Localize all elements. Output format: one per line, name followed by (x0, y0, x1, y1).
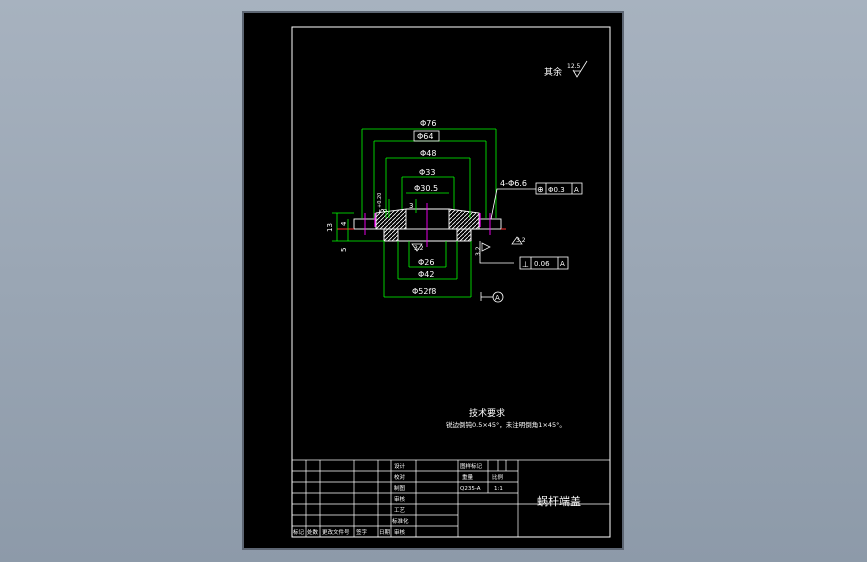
perp-value: 0.06 (534, 260, 550, 268)
dim-d48: Φ48 (420, 149, 436, 158)
tb-row-approve: 工艺 (394, 507, 406, 514)
dim-tol-5: 5 (378, 209, 386, 213)
notes-title: 技术要求 (469, 407, 505, 419)
dim-tol-upper: +0.20 (377, 193, 383, 208)
tb-footer-app: 审核 (394, 528, 406, 536)
tb-part-name: 蜗杆端盖 (537, 494, 581, 508)
position-tolerance-frame: ⊕ Φ0.3 A (535, 182, 583, 195)
roughness-3-2-b: 3.2 (475, 246, 482, 256)
perp-symbol: ⊥ (522, 260, 529, 269)
dim-h4: 4 (340, 221, 348, 226)
datum-a: A (480, 291, 504, 303)
perp-leader (479, 241, 514, 264)
tb-weight-label: 重量 (462, 473, 474, 481)
roughness-mark-c (511, 236, 523, 245)
datum-label: A (495, 294, 500, 302)
position-datum: A (574, 186, 579, 194)
roughness-label: 其余 (544, 66, 562, 78)
tb-footer-mark: 标记 (293, 528, 305, 536)
tb-scale-label: 比例 (492, 473, 504, 481)
title-block (291, 459, 611, 538)
tb-footer-file: 更改文件号 (322, 528, 350, 536)
tb-scale: 1:1 (494, 486, 503, 492)
tb-row-check: 校对 (394, 473, 406, 481)
dim-d30-5: Φ30.5 (414, 184, 438, 193)
dim-d76: Φ76 (420, 119, 436, 128)
tb-row-std: 标准化 (392, 517, 409, 525)
tb-material-label: 图样标记 (460, 462, 483, 470)
dim-tol-lower: 0 (383, 209, 389, 212)
roughness-3-2-c: 3.2 (516, 237, 526, 244)
perpendicularity-frame: ⊥ 0.06 A (519, 256, 569, 270)
hole-leader (490, 188, 536, 220)
dim-h13: 13 (326, 223, 334, 232)
tb-footer-count: 处数 (307, 528, 319, 536)
roughness-value: 12.5 (567, 63, 581, 70)
tb-material: Q235-A (460, 486, 481, 492)
dim-d42: Φ42 (418, 270, 434, 279)
drawing-frame (291, 26, 611, 538)
roughness-mark-a (411, 243, 423, 252)
tb-footer-date: 日期 (379, 529, 391, 536)
dim-d64: Φ64 (417, 132, 433, 141)
dim-d26: Φ26 (418, 258, 434, 267)
dim-box-d64 (413, 130, 440, 142)
tb-row-design: 设计 (394, 462, 406, 470)
dim-holes: 4-Φ6.6 (500, 179, 527, 188)
drawing-sheet: 其余 12.5 (244, 13, 622, 548)
tb-row-review: 审核 (394, 495, 406, 503)
notes-line: 锐边倒钝0.5×45°，未注明倒角1×45°。 (446, 420, 566, 429)
dim-h5: 5 (340, 248, 348, 252)
dim-h3: 3 (409, 202, 413, 210)
perp-datum: A (560, 260, 565, 268)
dim-d52f8: Φ52f8 (412, 287, 436, 296)
roughness-mark-b (481, 242, 491, 252)
tb-footer-sign: 签字 (356, 528, 368, 536)
position-value: Φ0.3 (548, 186, 565, 194)
dim-d33: Φ33 (419, 168, 435, 177)
tb-row-drawn: 制图 (394, 484, 406, 492)
position-symbol: ⊕ (537, 185, 544, 194)
part-section (353, 208, 502, 242)
cad-drawing: 其余 12.5 (291, 26, 611, 538)
roughness-symbol (572, 60, 588, 78)
